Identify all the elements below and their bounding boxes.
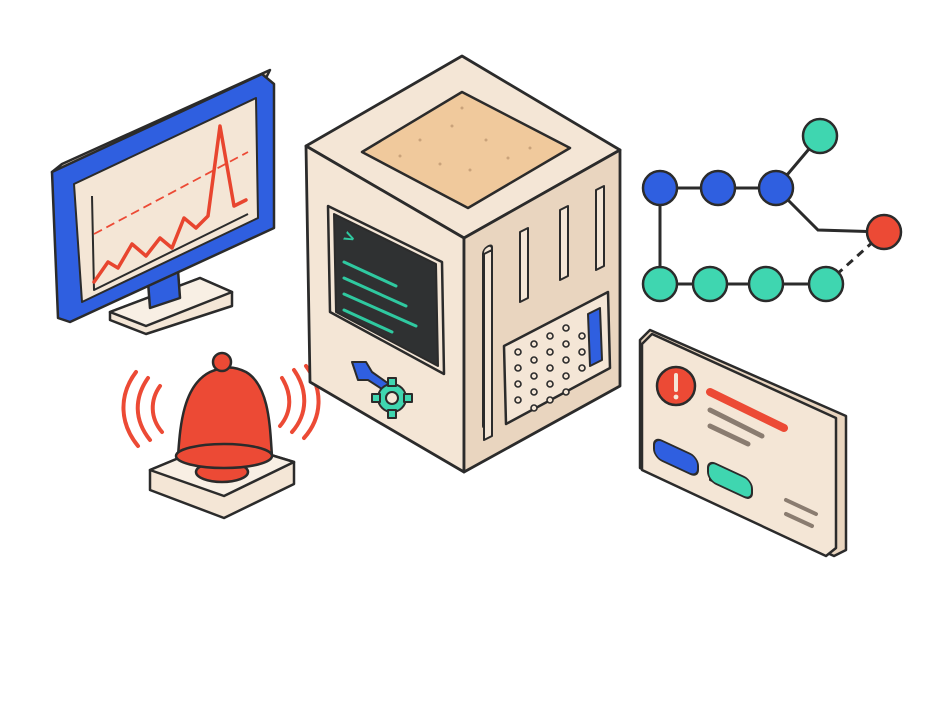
alert-text-line-2 [707,423,751,447]
side-vents [483,185,605,441]
alert-text-line-1 [707,407,765,439]
monitor-screen [73,97,259,303]
alert-footer-line-2 [784,512,814,528]
wrench-gear-icon [351,361,413,419]
threshold-line [93,151,249,235]
node-blue-1 [641,169,679,207]
terminal-lines [342,260,418,334]
server-cube: > [304,54,622,474]
ringing-waves-left [121,370,164,448]
alert-footer-line-1 [784,498,818,516]
chart-monitor [50,68,276,336]
power-indicator [587,307,603,367]
grille-holes [514,324,586,412]
node-graph [641,117,903,303]
chart-axis [91,195,249,291]
node-teal-4 [807,265,845,303]
alert-card [638,328,848,558]
graph-edges [658,135,886,286]
server-side-face [462,148,622,474]
alarm-bell [121,351,321,520]
server-sand-opening [360,90,572,210]
node-red-alert [865,213,903,251]
node-blue-3 [757,169,795,207]
bell-knob [211,351,233,373]
node-teal-top [801,117,839,155]
node-teal-2 [691,265,729,303]
data-line [92,124,248,284]
node-blue-2 [699,169,737,207]
node-teal-3 [747,265,785,303]
node-teal-1 [641,265,679,303]
alert-title-bar [706,388,788,432]
